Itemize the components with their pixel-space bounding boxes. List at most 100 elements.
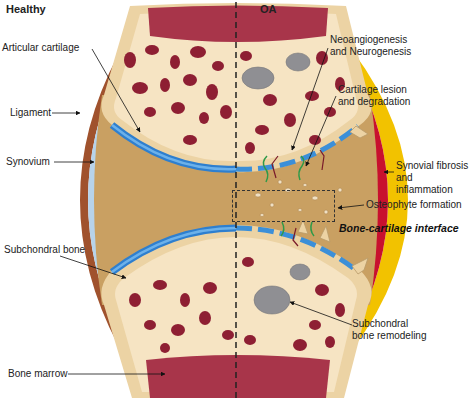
marrow-spot: [180, 293, 190, 307]
nerve: [281, 222, 284, 236]
leader-line: [290, 302, 352, 325]
part-label: Articular cartilage: [2, 42, 102, 54]
sclerotic-patch: [242, 67, 274, 89]
marrow-spot: [171, 102, 185, 114]
leader-line: [68, 374, 165, 375]
marrow-spot: [206, 84, 218, 100]
part-label: Bone marrow: [8, 368, 67, 380]
marrow-spot: [203, 282, 217, 294]
vessel: [272, 156, 278, 178]
part-label: Ligament: [10, 107, 51, 119]
femur-marrow: [148, 6, 328, 43]
marrow-spot: [315, 284, 329, 296]
osteophytes: [298, 126, 368, 274]
marrow-spot: [222, 330, 234, 340]
debris: [270, 203, 274, 207]
cartilage-debris: [255, 180, 342, 217]
sclerotic-patch: [290, 264, 310, 280]
debris: [298, 209, 302, 212]
marrow-spot: [244, 335, 256, 345]
sclerotic-patch: [286, 53, 310, 71]
region-label: Bone-cartilage interface: [339, 222, 459, 234]
marrow-spot: [245, 142, 255, 154]
part-label: Neoangiogenesis and Neurogenesis: [330, 34, 420, 58]
part-label: Subchondral bone: [4, 244, 94, 256]
vessel: [293, 228, 298, 246]
marrow-spot: [220, 105, 232, 119]
nerve-sprouts: [263, 156, 314, 236]
marrow-spot: [144, 107, 156, 117]
marrow-spots: [124, 45, 345, 353]
leader-line: [54, 162, 94, 163]
leader-line: [92, 49, 140, 132]
sclerotic-patch: [254, 286, 290, 314]
degraded-cartilage: [236, 126, 358, 169]
debris: [303, 184, 307, 187]
marrow-spot: [199, 112, 209, 124]
marrow-spot: [160, 78, 170, 92]
articular-cartilage: [112, 125, 236, 169]
leader-line: [384, 172, 394, 173]
marrow-spot: [144, 320, 156, 330]
marrow-spot: [324, 107, 336, 117]
part-label: Cartilage lesion and degradation: [338, 84, 420, 108]
leader-line: [52, 113, 80, 114]
part-label: Subchondral bone remodeling: [352, 318, 430, 342]
marrow-spot: [242, 257, 254, 267]
marrow-spot: [293, 339, 307, 351]
osteophyte: [352, 258, 368, 274]
marrow-spot: [160, 343, 170, 353]
marrow-spot: [153, 280, 167, 290]
marrow-spot: [212, 61, 224, 71]
debris: [338, 188, 342, 192]
part-label: Osteophyte formation: [366, 199, 470, 211]
nerve: [299, 156, 304, 180]
marrow-spot: [170, 55, 180, 69]
debris: [312, 196, 318, 200]
marrow-spot: [309, 320, 321, 330]
debris: [278, 180, 282, 184]
leader-line: [60, 256, 126, 278]
marrow-spot: [145, 45, 159, 55]
vessel-sprouts: [272, 150, 324, 246]
articular-cartilage: [112, 228, 236, 272]
part-label: Synovium: [6, 156, 50, 168]
osteophyte: [298, 220, 308, 234]
marrow-spot: [124, 52, 136, 68]
marrow-spot: [132, 82, 148, 94]
degraded-cartilage: [236, 228, 356, 270]
marrow-spot: [199, 311, 211, 325]
remodeling-patches: [242, 53, 310, 314]
region-box: Bone-cartilage interface: [232, 190, 335, 222]
panel-heading: OA: [260, 3, 277, 16]
vessel: [320, 150, 324, 170]
leader-line: [338, 205, 364, 208]
tibia-marrow: [146, 355, 330, 398]
articular-cartilage-highlight: [112, 125, 236, 169]
debris: [255, 193, 261, 197]
marrow-spot: [171, 324, 185, 336]
marrow-spot: [240, 51, 252, 61]
debris: [324, 210, 328, 214]
marrow-spot: [309, 135, 321, 145]
nerve: [311, 222, 314, 236]
marrow-spot: [263, 94, 277, 106]
panel-heading: Healthy: [6, 3, 46, 16]
leader-line: [292, 48, 328, 150]
debris: [260, 214, 264, 217]
articular-cartilage-highlight: [112, 228, 236, 272]
leader-line: [306, 96, 336, 166]
marrow-spot: [190, 46, 206, 58]
osteophyte: [320, 226, 330, 242]
marrow-spot: [255, 125, 269, 135]
divider-line: [235, 2, 237, 402]
marrow-spot: [284, 113, 296, 127]
marrow-spot: [183, 135, 197, 145]
part-label: Synovial fibrosis and inflammation: [396, 160, 470, 196]
marrow-spot: [129, 293, 141, 307]
marrow-spot: [335, 303, 345, 317]
nerve: [263, 156, 267, 182]
marrow-spot: [183, 74, 197, 86]
osteophyte: [350, 126, 368, 138]
